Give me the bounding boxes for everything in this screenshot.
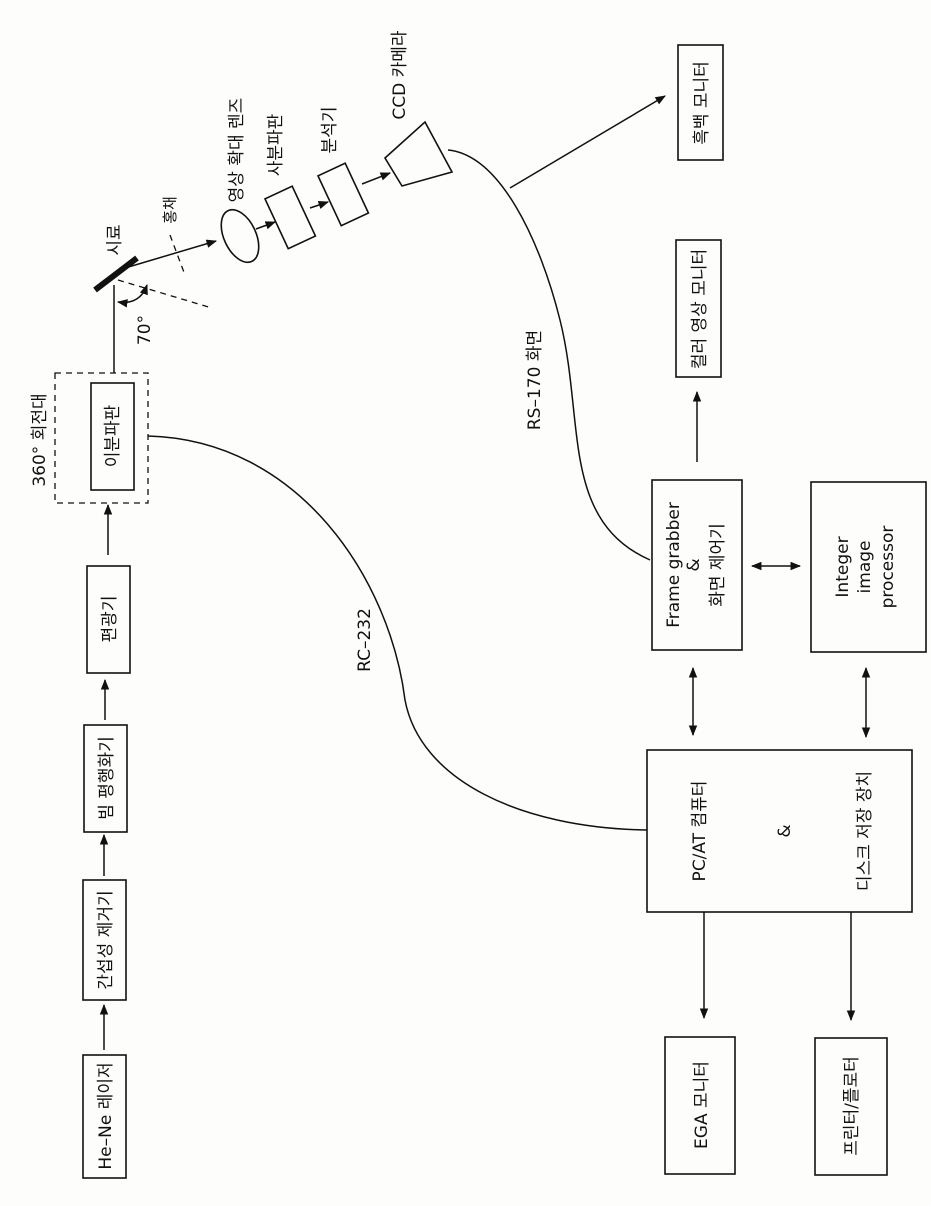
integer-processor-line1: Integer [833,536,853,597]
printer-plotter-label: 프린터/플로터 [842,1056,862,1156]
reflected-beam [124,239,218,269]
incidence-angle-label: 70° [135,315,155,345]
frame-grabber-line2: 화면 제어기 [708,523,728,607]
iris-label: 홍채 [161,196,179,224]
arrow-to-bw-monitor [509,95,666,189]
quarter-wave-plate-label: 사분파판 [266,113,286,176]
frame-grabber-amp: & [684,558,704,571]
sample-label: 시료 [105,224,125,255]
angle-arc [116,284,148,308]
half-wave-plate-block: 이분파판 [90,382,135,491]
frame-grabber-block: Frame grabber & 화면 제어기 [651,479,743,651]
ega-monitor-label: EGA 모니터 [692,1061,712,1149]
color-monitor-block: 컬러 영상 모니터 [675,239,722,378]
frame-grabber-line1: Frame grabber [664,502,684,628]
ega-monitor-block: EGA 모니터 [664,1036,736,1175]
polarizer-label: 편광기 [100,596,120,643]
magnifying-lens [220,208,260,264]
iris-marker [169,234,186,276]
beam-collimator-block: 빔 평행화기 [83,724,128,833]
laser-label: He–Ne 레이저 [96,1062,116,1169]
bw-monitor-block: 흑백 모니터 [677,44,724,161]
pc-amp: & [775,824,795,837]
arrow-analyzer-to-ccd [361,172,391,185]
laser-block: He–Ne 레이저 [82,1054,127,1179]
integer-processor-line2: image [855,541,875,594]
bw-monitor-label: 흑백 모니터 [692,61,712,145]
polarizer-block: 편광기 [86,565,131,674]
quarter-wave-plate-block [263,185,317,250]
arrow-qwp-to-analyzer [309,201,329,209]
rs170-label: RS–170 화면 [525,330,545,430]
surface-normal [117,279,213,309]
beam-collimator-label: 빔 평행화기 [97,736,117,820]
rotation-stage-label: 360° 회전대 [30,393,50,486]
arrow-lens-to-qwp [255,221,276,230]
rotation-stage: 360° 회전대 [30,372,149,504]
ccd-camera [383,120,454,187]
ccd-camera-label: CCD 카메라 [390,30,410,120]
half-wave-plate-label: 이분파판 [103,404,123,467]
sample-mirror [93,255,139,293]
integer-processor-block: Integer image processor [810,481,927,653]
pc-line1: PC/AT 컴퓨터 [690,781,710,882]
rs170-cable [447,149,651,561]
rc232-cable [147,435,648,831]
pc-line2: 디스크 저장 장치 [855,771,875,891]
pc-computer-block: PC/AT 컴퓨터 & 디스크 저장 장치 [646,749,913,913]
color-monitor-label: 컬러 영상 모니터 [690,249,710,369]
analyzer-block [316,162,370,227]
coherence-remover-label: 간섭성 제거기 [96,890,116,989]
integer-processor-line3: processor [878,526,898,609]
coherence-remover-block: 간섭성 제거기 [82,879,127,1001]
magnifying-lens-label: 영상 확대 렌즈 [227,98,247,203]
rc232-label: RC–232 [355,608,375,672]
printer-plotter-block: 프린터/플로터 [814,1037,888,1176]
analyzer-label: 분석기 [320,107,340,154]
